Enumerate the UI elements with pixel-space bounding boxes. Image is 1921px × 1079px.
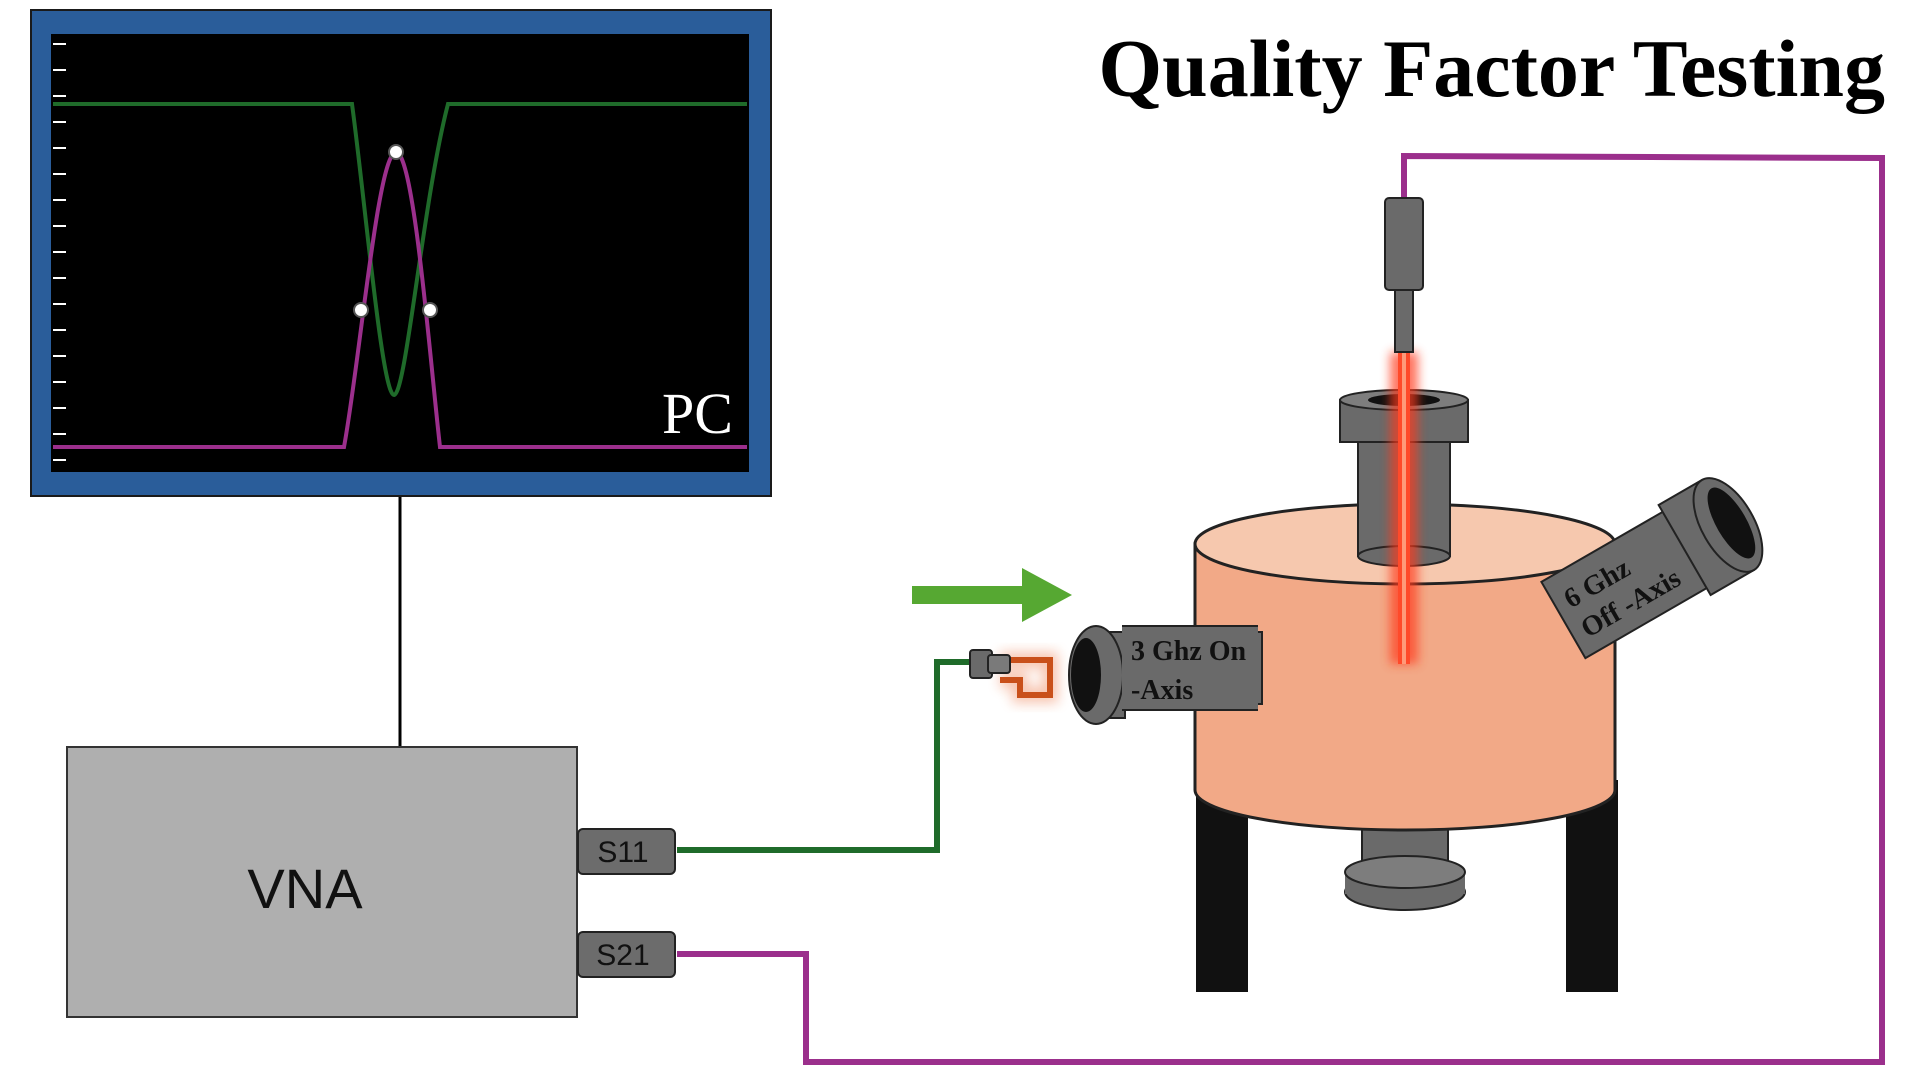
coupling-loop bbox=[969, 649, 1058, 703]
direction-arrow bbox=[912, 568, 1072, 622]
top-probe bbox=[1384, 197, 1424, 353]
pc-monitor: PC bbox=[30, 9, 772, 497]
s11-cable bbox=[677, 659, 970, 853]
page-title: Quality Factor Testing bbox=[1098, 23, 1885, 114]
port-3ghz-on-axis: 3 Ghz On -Axis bbox=[1068, 625, 1263, 725]
vna-label: VNA bbox=[247, 857, 363, 920]
half-power-marker-right bbox=[422, 302, 438, 318]
vna-port-s11: S11 bbox=[577, 828, 676, 875]
s21-cable bbox=[677, 152, 1885, 1065]
port-6ghz-off-axis: 6 Ghz Off -Axis bbox=[1540, 477, 1764, 660]
vna-box: VNA bbox=[66, 746, 578, 1018]
bottom-port bbox=[1344, 819, 1466, 911]
resonance-peak-marker bbox=[388, 144, 404, 160]
vna-port-s21: S21 bbox=[577, 931, 676, 978]
s11-trace bbox=[53, 102, 747, 398]
vna-body bbox=[66, 746, 578, 1018]
half-power-marker-left bbox=[353, 302, 369, 318]
port-3ghz-label-line2: -Axis bbox=[1131, 675, 1193, 706]
port-label-s21: S21 bbox=[596, 939, 649, 972]
y-axis-ticks bbox=[53, 43, 66, 461]
port-label-s11: S11 bbox=[597, 836, 648, 869]
port-3ghz-label-line1: 3 Ghz On bbox=[1131, 636, 1247, 667]
pc-label: PC bbox=[662, 381, 733, 446]
monitor-screen bbox=[51, 34, 749, 472]
laser-beam bbox=[1390, 352, 1418, 664]
